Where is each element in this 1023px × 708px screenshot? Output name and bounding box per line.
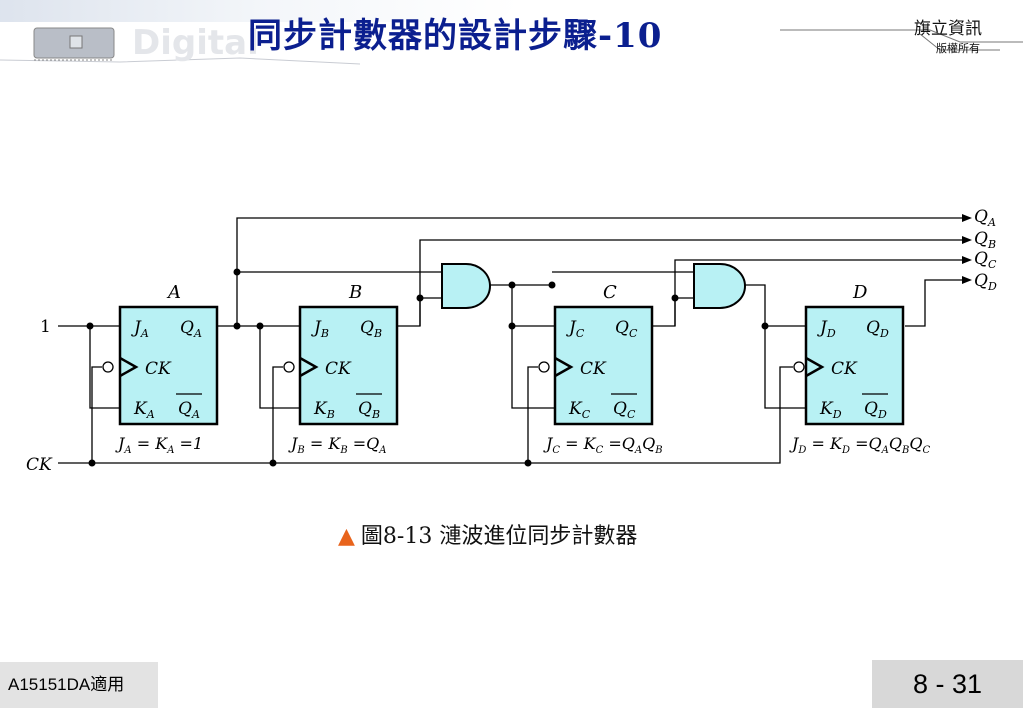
clock-triangle-icon [554, 356, 574, 378]
ff-k-label: KC [568, 399, 591, 421]
clock-bubble-b [283, 361, 295, 373]
publisher-rights: 版權所有 [936, 42, 980, 55]
clock-branch-a [91, 366, 102, 463]
junction-dots [86, 268, 769, 467]
ff-clock-label: CK [145, 359, 172, 379]
flipflop-b: JB QB CK KB QB B JB = KB =QA [288, 282, 399, 456]
ff-qbar-label: QA [178, 399, 200, 421]
ff-qbar-label: QB [358, 399, 380, 421]
clock-wire [58, 366, 793, 464]
ff-clock-label: CK [325, 359, 352, 379]
flipflop-equation: JA = KA =1 [115, 434, 203, 456]
qc-to-and2-wire [652, 297, 694, 327]
jb-kb-wire [259, 326, 300, 409]
ff-j-label: JB [311, 318, 329, 340]
ff-q-label: QA [180, 318, 202, 340]
watermark-text: Digital [132, 23, 259, 63]
and2-to-kd-wire [764, 326, 806, 409]
flipflop-c-box [553, 305, 654, 426]
clock-triangle-icon [299, 356, 319, 378]
flipflop-equation: JC = KC =QAQB [543, 434, 663, 456]
course-code-label: A15151DA適用 [0, 662, 158, 708]
output-label-qa: QA [974, 207, 996, 229]
header-banner: Digital [0, 0, 1023, 65]
input-label-one: 1 [40, 317, 51, 337]
ff-j-label: JA [131, 318, 149, 340]
ff-j-label: JC [566, 318, 585, 340]
ff-qbar-label: QD [864, 399, 887, 421]
flipflop-a: JA QA CK KA QA A JA = KA =1 [115, 282, 219, 456]
page-number: 8 - 31 [872, 660, 1023, 708]
ff-k-label: KA [133, 399, 155, 421]
clock-triangle-icon [805, 356, 825, 378]
qb-to-and1-wire [398, 297, 442, 327]
ff-k-label: KD [819, 399, 842, 421]
caption-text: 圖8-13 漣波進位同步計數器 [360, 524, 638, 549]
page-title: 同步計數器的設計步驟-10 [248, 16, 663, 56]
clock-bubble-c [538, 361, 550, 373]
flipflop-group: JA QA CK KA QA A JA = KA =1 JB QB CK KB QB B JB = KB … [115, 282, 930, 456]
flipflop-name-label: A [166, 282, 181, 303]
counter-circuit-diagram: QA QB QC QD 1 CK [26, 207, 997, 475]
flipflop-a-box [118, 305, 219, 426]
output-label-qc: QC [974, 249, 997, 271]
ff-a-jk-wire [89, 326, 120, 409]
ff-q-label: QD [866, 318, 889, 340]
flipflop-d-box [804, 305, 905, 426]
flipflop-equation: JD = KD =QAQBQC [789, 434, 930, 456]
clock-branch-b [272, 366, 283, 463]
flipflop-name-label: C [603, 282, 617, 303]
ff-clock-label: CK [831, 359, 858, 379]
flipflop-equation: JB = KB =QA [288, 434, 387, 456]
caption-marker-icon: ▲ [338, 524, 355, 549]
ff-k-label: KB [313, 399, 335, 421]
clock-bubble-a [102, 361, 114, 373]
figure-caption: ▲圖8-13 漣波進位同步計數器 [338, 518, 637, 550]
ff-clock-label: CK [580, 359, 607, 379]
ff-q-label: QC [615, 318, 638, 340]
flipflop-c: JC QC CK KC QC C JC = KC =QAQB [543, 282, 663, 456]
and-gate-1 [441, 263, 491, 309]
clock-branch-c [527, 366, 538, 463]
ff-q-label: QB [360, 318, 382, 340]
ff-j-label: JD [817, 318, 836, 340]
flipflop-name-label: D [852, 282, 868, 303]
clock-label: CK [26, 455, 53, 475]
flipflop-name-label: B [348, 282, 362, 303]
clock-triangle-icon [119, 356, 139, 378]
flipflop-b-box [298, 305, 399, 426]
publisher-name: 旗立資訊 [914, 19, 982, 39]
and1-to-kc-wire [511, 285, 555, 409]
output-label-qb: QB [974, 229, 996, 251]
clock-bubble-d [793, 361, 805, 373]
output-labels: QA QB QC QD [974, 207, 997, 293]
chip-icon [33, 27, 115, 61]
and2-out-wire [745, 284, 806, 327]
flipflop-d: JD QD CK KD QD D JD = KD =QAQBQC [789, 282, 930, 456]
ff-qbar-label: QC [613, 399, 636, 421]
and-gate-2 [693, 263, 746, 309]
output-label-qd: QD [974, 271, 997, 293]
